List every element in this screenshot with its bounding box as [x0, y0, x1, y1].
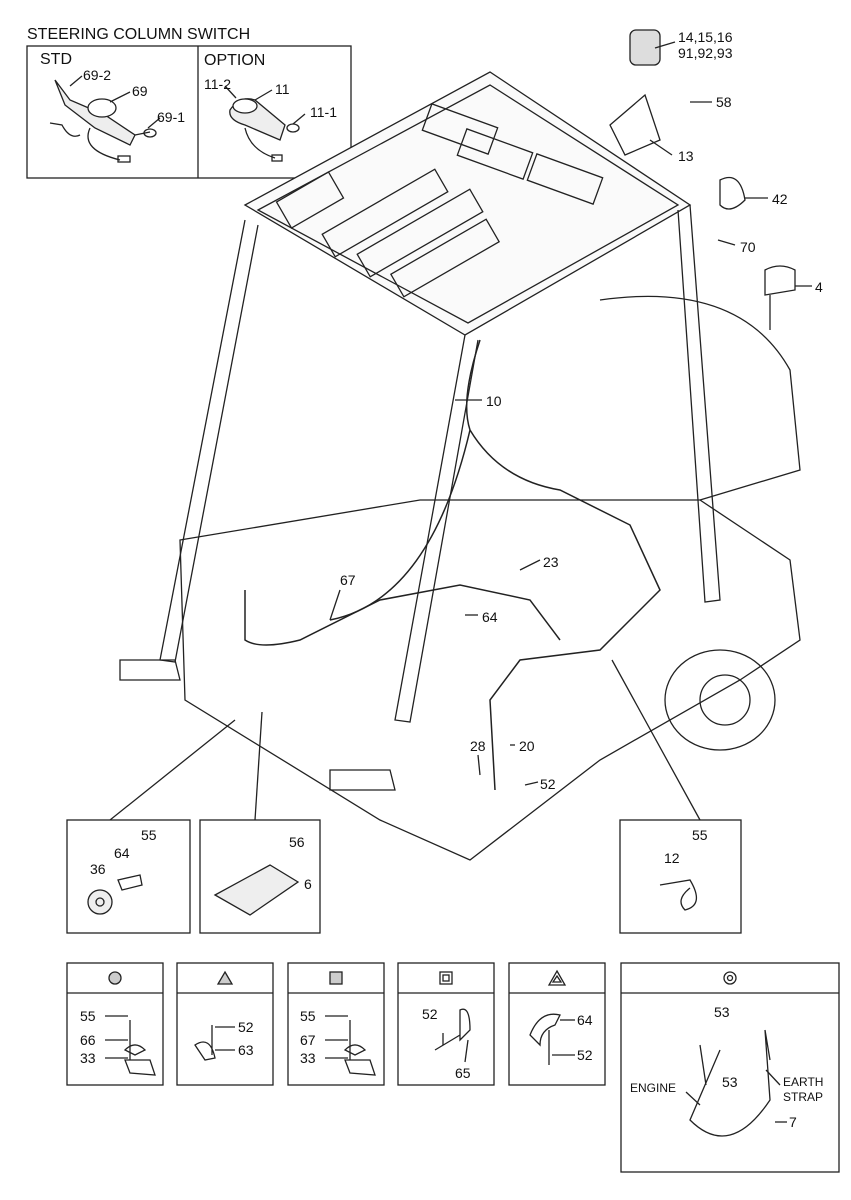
strap-label: STRAP: [783, 1090, 824, 1104]
callout: 53: [714, 1004, 730, 1020]
callout: 69: [132, 83, 148, 99]
callout: 55: [80, 1008, 96, 1024]
callout: 63: [238, 1042, 254, 1058]
std-label: STD: [40, 51, 72, 68]
callout: 10: [486, 393, 502, 409]
callout: 33: [80, 1050, 96, 1066]
callout: 55: [300, 1008, 316, 1024]
callout: 7: [789, 1114, 797, 1130]
callout: 11-1: [310, 104, 337, 120]
callout: 28: [470, 738, 486, 754]
callout: 66: [80, 1032, 96, 1048]
callout: 52: [238, 1019, 254, 1035]
callout: 23: [543, 554, 559, 570]
steering-box-frame: [26, 45, 352, 179]
callout: 56: [289, 834, 305, 850]
option-label: OPTION: [204, 52, 266, 69]
callout: 70: [740, 239, 756, 255]
callout: 55: [692, 827, 708, 843]
callout: 64: [482, 609, 498, 625]
callout: 33: [300, 1050, 316, 1066]
callout: 69-1: [157, 109, 186, 125]
callout: 67: [300, 1032, 316, 1048]
callout: 52: [422, 1006, 438, 1022]
callout: 65: [455, 1065, 471, 1081]
callout: 67: [340, 572, 356, 588]
callout: 55: [141, 827, 157, 843]
callout: 20: [519, 738, 535, 754]
callout: 12: [664, 850, 680, 866]
callout: 14,15,16: [678, 29, 733, 45]
callout: 13: [678, 148, 694, 164]
callout: 69-2: [83, 67, 112, 83]
callout: 42: [772, 191, 788, 207]
steering-title: STEERING COLUMN SWITCH: [27, 26, 251, 43]
callout: 36: [90, 861, 106, 877]
callout: 91,92,93: [678, 45, 733, 61]
earth-label: EARTH: [783, 1075, 824, 1089]
callout: 64: [114, 845, 130, 861]
callout: 6: [304, 876, 312, 892]
engine-label: ENGINE: [630, 1081, 677, 1095]
callout: 4: [815, 279, 823, 295]
clamp-box-frames: [66, 962, 840, 1173]
callout: 52: [577, 1047, 593, 1063]
callout: 64: [577, 1012, 593, 1028]
callout: 11: [275, 81, 290, 97]
callout: 58: [716, 94, 732, 110]
callout: 11-2: [204, 76, 231, 92]
callout: 53: [722, 1074, 738, 1090]
callout: 52: [540, 776, 556, 792]
